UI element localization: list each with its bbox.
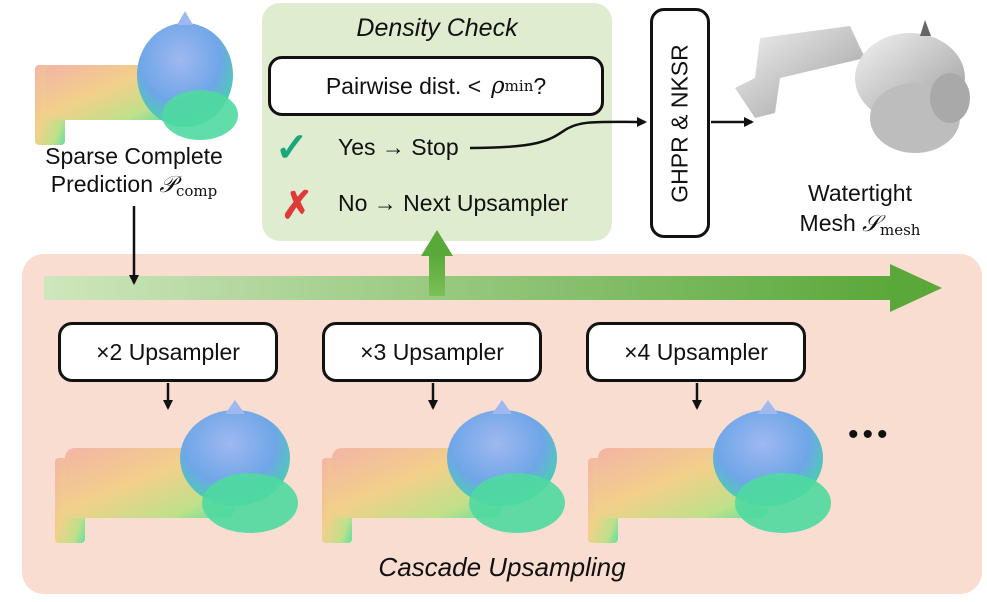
condition-suffix: ? (533, 72, 547, 99)
sparse-point-cloud (35, 11, 238, 145)
upsampled-point-cloud-x2 (55, 400, 298, 543)
cascade-flow-arrow (44, 264, 942, 312)
check-icon: ✓ (275, 126, 309, 170)
upsampler-x3-box: ×3 Upsampler (322, 322, 542, 382)
input-label-line2: Prediction 𝒫comp (50, 171, 218, 200)
more-upsamplers-ellipsis: ••• (848, 418, 892, 451)
output-label-line2: Mesh 𝒮mesh (799, 210, 921, 239)
input-symbol: 𝒫 (159, 172, 176, 198)
input-label-line1: Sparse Complete (45, 143, 223, 169)
cross-icon: ✗ (281, 185, 313, 227)
output-symbol: 𝒮 (862, 211, 880, 237)
to-density-check-arrow (421, 230, 453, 296)
reconstruction-label: GHPR & NKSR (666, 43, 693, 203)
upsampled-point-cloud-x4 (588, 400, 831, 543)
upsampled-point-cloud-x3 (322, 400, 565, 543)
watertight-mesh-render (735, 20, 970, 153)
stop-to-reconstruction-arrow (469, 116, 647, 150)
condition-text: Pairwise dist. < (325, 72, 482, 99)
no-next-upsampler-label: No → Next Upsampler (338, 190, 569, 216)
pairwise-distance-condition: Pairwise dist. < ρ min ? (268, 56, 604, 116)
input-label: Sparse Complete Prediction 𝒫comp (14, 142, 254, 205)
output-label-line1: Watertight (808, 180, 912, 206)
input-subscript: comp (176, 182, 218, 200)
output-label: Watertight Mesh 𝒮mesh (760, 178, 960, 245)
rho-subscript: min (504, 77, 534, 95)
yes-stop-label: Yes → Stop (338, 134, 459, 160)
cascade-upsampling-title: Cascade Upsampling (378, 552, 626, 582)
upsampler-x4-box: ×4 Upsampler (586, 322, 806, 382)
density-check-panel (262, 3, 612, 241)
rho-symbol: ρ (491, 73, 505, 99)
output-subscript: mesh (879, 221, 921, 239)
density-check-title: Density Check (356, 14, 518, 42)
reconstruction-box: GHPR & NKSR (650, 8, 710, 238)
upsampler-x2-box: ×2 Upsampler (58, 322, 278, 382)
